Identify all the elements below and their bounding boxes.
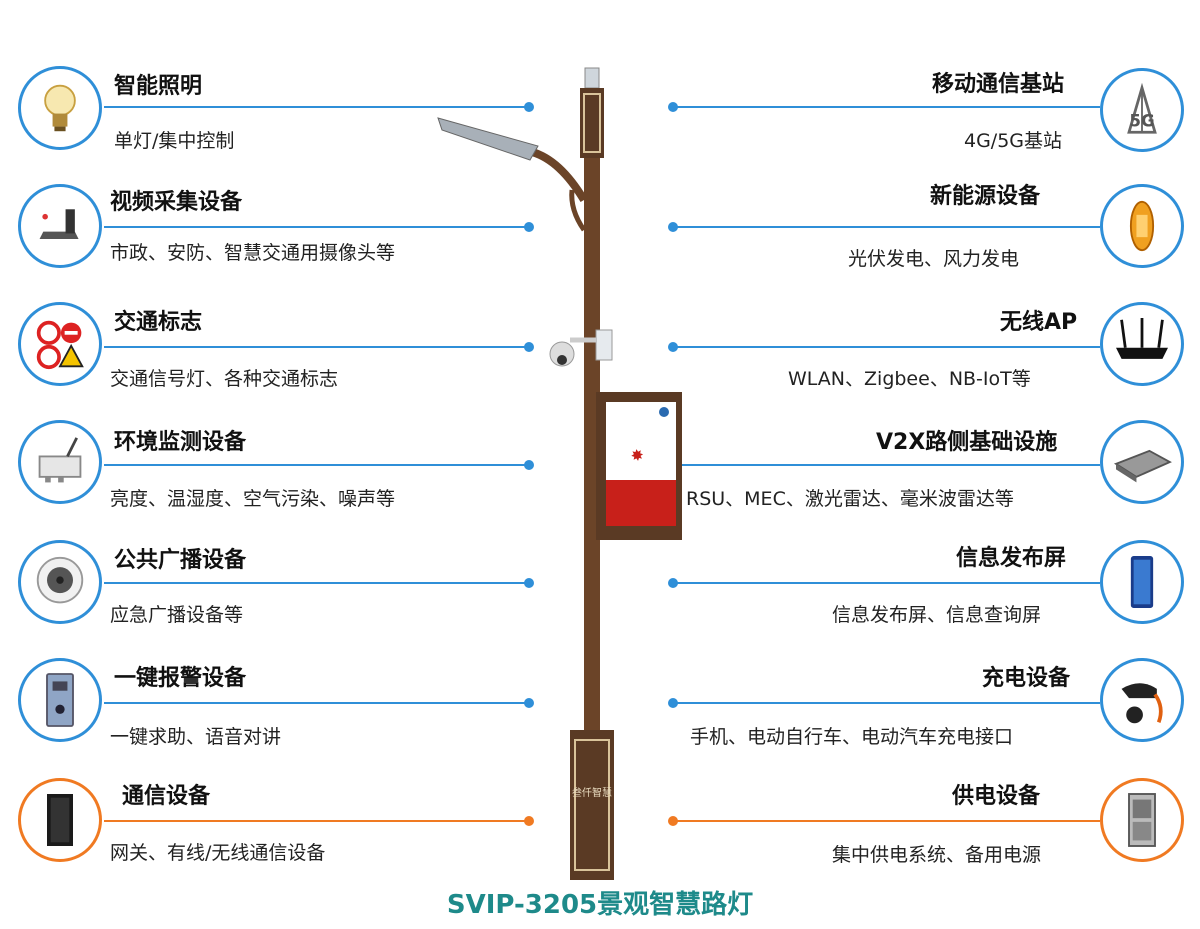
energy-icon xyxy=(1100,184,1184,268)
item-title: 无线AP xyxy=(1000,310,1078,335)
item-title: 智能照明 xyxy=(114,74,203,99)
alarm-icon xyxy=(18,658,102,742)
speaker-icon xyxy=(18,540,102,624)
item-desc: 集中供电系统、备用电源 xyxy=(832,844,1042,866)
connector-dot xyxy=(524,222,534,232)
caption: SVIP-3205景观智慧路灯 xyxy=(446,890,754,920)
pole-base xyxy=(570,730,614,880)
connector-dot xyxy=(524,698,534,708)
pole-top-antenna xyxy=(584,67,600,89)
dome-camera xyxy=(549,341,575,367)
item-title: 新能源设备 xyxy=(930,184,1041,209)
item-desc: 信息发布屏、信息查询屏 xyxy=(832,604,1042,626)
item-desc: 交通信号灯、各种交通标志 xyxy=(110,368,339,390)
connector-line xyxy=(104,464,532,466)
item-desc: 市政、安防、智慧交通用摄像头等 xyxy=(110,242,396,264)
connector-line xyxy=(676,346,1100,348)
sensor-icon xyxy=(18,420,102,504)
connector-line xyxy=(104,106,532,108)
item-desc: RSU、MEC、激光雷达、毫米波雷达等 xyxy=(686,488,1014,510)
base-station-icon: 5G xyxy=(1100,68,1184,152)
screen-icon xyxy=(1100,540,1184,624)
camera-icon xyxy=(18,184,102,268)
connector-dot xyxy=(524,460,534,470)
connector-line xyxy=(104,346,532,348)
traffic-sign-icon xyxy=(18,302,102,386)
svg-text:✸: ✸ xyxy=(630,447,645,465)
item-desc: WLAN、Zigbee、NB-IoT等 xyxy=(788,368,1031,390)
item-title: 交通标志 xyxy=(114,310,203,335)
connector-line xyxy=(104,226,532,228)
charger-icon xyxy=(1100,658,1184,742)
item-title: 信息发布屏 xyxy=(956,546,1067,571)
item-desc: 应急广播设备等 xyxy=(110,604,244,626)
item-desc: 手机、电动自行车、电动汽车充电接口 xyxy=(690,726,1014,748)
connector-dot xyxy=(668,698,678,708)
connector-dot xyxy=(668,816,678,826)
item-desc: 4G/5G基站 xyxy=(964,130,1063,152)
item-title: 移动通信基站 xyxy=(932,72,1065,97)
item-title: 供电设备 xyxy=(952,784,1041,809)
item-title: 充电设备 xyxy=(982,666,1071,691)
bulb-icon xyxy=(18,66,102,150)
connector-line xyxy=(676,702,1100,704)
connector-line xyxy=(676,106,1100,108)
connector-dot xyxy=(524,816,534,826)
item-title: 视频采集设备 xyxy=(110,190,243,215)
connector-dot xyxy=(524,342,534,352)
pole-shaft xyxy=(584,158,600,738)
connector-dot xyxy=(668,222,678,232)
lamp-arm xyxy=(530,148,588,203)
connector-line xyxy=(104,820,532,822)
connector-dot xyxy=(524,578,534,588)
connector-dot xyxy=(668,578,678,588)
lamp-head xyxy=(437,117,539,161)
connector-line xyxy=(104,582,532,584)
connector-line xyxy=(676,226,1100,228)
connector-dot xyxy=(668,342,678,352)
connector-line xyxy=(676,820,1100,822)
item-desc: 单灯/集中控制 xyxy=(114,130,235,152)
svg-text:5G: 5G xyxy=(1129,111,1154,131)
connector-line xyxy=(676,582,1100,584)
item-desc: 光伏发电、风力发电 xyxy=(848,248,1020,270)
item-desc: 一键求助、语音对讲 xyxy=(110,726,282,748)
item-title: 公共广播设备 xyxy=(114,548,247,573)
power-cabinet-icon xyxy=(1100,778,1184,862)
item-title: 环境监测设备 xyxy=(114,430,247,455)
item-title: V2X路侧基础设施 xyxy=(876,430,1058,455)
connector-dot xyxy=(524,102,534,112)
item-title: 一键报警设备 xyxy=(114,666,247,691)
smart-pole-illustration: ✸ 叁仟智慧 xyxy=(420,60,780,880)
connector-line xyxy=(676,464,1100,466)
pole-base-text: 叁仟智慧 xyxy=(572,786,612,799)
cabinet-icon xyxy=(18,778,102,862)
item-desc: 网关、有线/无线通信设备 xyxy=(110,842,326,864)
item-desc: 亮度、温湿度、空气污染、噪声等 xyxy=(110,488,396,510)
item-title: 通信设备 xyxy=(122,784,211,809)
rsu-icon xyxy=(1100,420,1184,504)
connector-line xyxy=(104,702,532,704)
connector-dot xyxy=(668,102,678,112)
router-icon xyxy=(1100,302,1184,386)
